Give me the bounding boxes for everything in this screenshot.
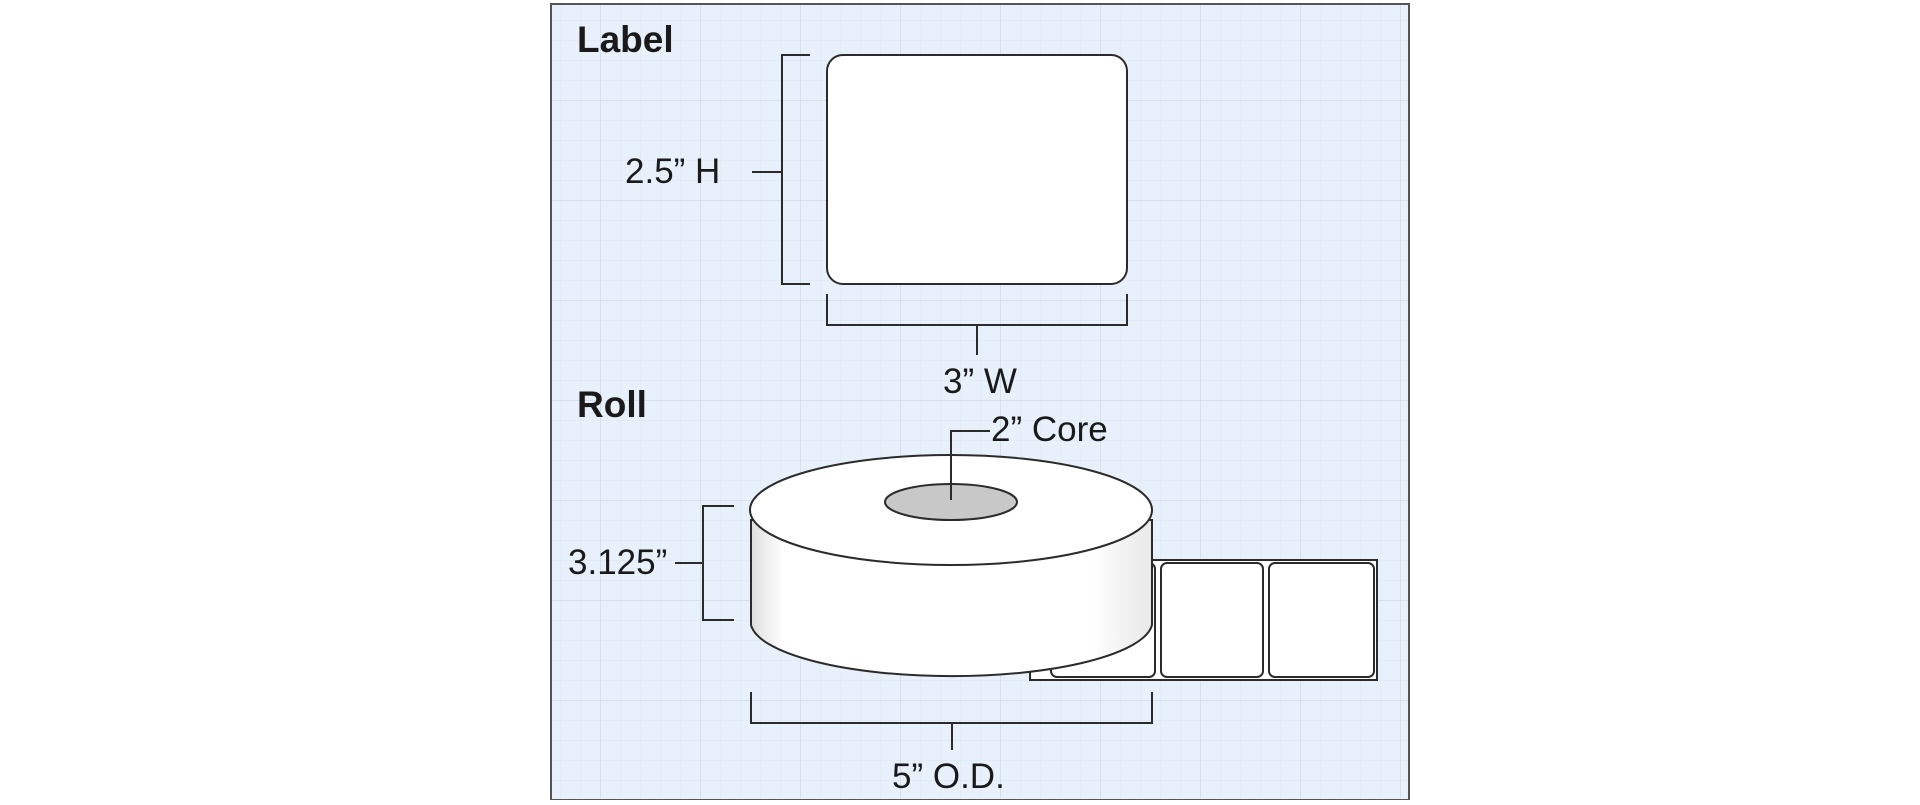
label-height-text: 2.5” H — [625, 152, 720, 191]
label-width-text: 3” W — [943, 362, 1017, 401]
label-height-bracket — [752, 54, 810, 285]
roll-width-text: 3.125” — [568, 543, 667, 582]
outer-diameter-bracket — [750, 692, 1153, 750]
roll-width-bracket — [675, 505, 734, 621]
outer-diameter-text: 5” O.D. — [892, 757, 1005, 796]
core-text: 2” Core — [991, 410, 1108, 449]
roll-section-title: Roll — [577, 384, 647, 425]
core-leader-line — [950, 430, 990, 500]
label-shape — [826, 54, 1128, 285]
label-section-title: Label — [577, 19, 674, 60]
liner-label-2 — [1160, 562, 1264, 678]
liner-label-3 — [1268, 562, 1375, 678]
roll-body — [750, 519, 1153, 678]
label-width-bracket — [826, 294, 1128, 355]
